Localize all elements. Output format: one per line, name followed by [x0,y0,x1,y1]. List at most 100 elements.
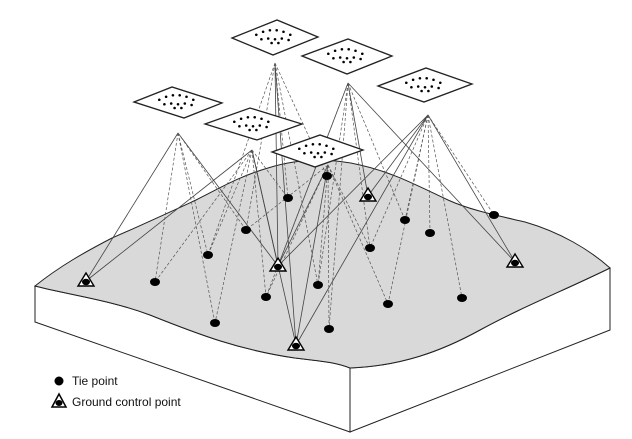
tie-point [210,319,220,327]
ray [387,114,429,305]
ray [317,82,349,286]
image-point [251,124,255,128]
image-point [190,103,193,107]
image-point [255,128,258,132]
image-point [254,33,258,37]
image-point [267,120,270,124]
ray [317,164,329,286]
image-point [342,60,345,64]
ray [251,149,289,199]
ray [214,149,253,324]
image-point [439,81,442,85]
image-point [411,78,415,82]
legend [50,376,68,408]
ray [154,149,253,283]
tie-point [313,281,323,289]
ray [277,114,429,267]
image-point [233,120,236,124]
image-point [327,52,330,56]
image-point [340,47,344,51]
image-point [164,95,168,99]
image-point [420,89,423,93]
tie-points [150,172,499,333]
image-point [277,41,280,45]
image-point [330,152,333,156]
image-point [268,28,272,32]
ray [207,149,253,256]
image-point [427,89,430,93]
ray [369,114,429,249]
image-point [180,106,183,110]
tie-point [322,172,332,180]
image-point [280,37,284,40]
image-point [437,86,440,90]
image-points [158,28,442,159]
image-point [332,56,335,60]
image-point [333,49,337,53]
image-point [260,117,263,121]
image-point [178,93,181,97]
ray [327,164,371,249]
terrain-block [33,159,611,433]
image-point [345,56,349,60]
image-point [282,30,285,34]
ray [427,114,463,299]
tie-point [400,216,410,224]
tie-point-dot-icon [54,376,64,386]
image-point [246,115,250,119]
ground-control-point [358,186,378,202]
tie-point [489,211,499,219]
image-point [273,37,277,41]
image-point [287,38,290,42]
ground-control-points [76,186,525,351]
image-point [325,144,328,148]
image-point [432,78,435,82]
image-point [169,102,173,105]
image-point [244,124,248,127]
ray [177,132,209,256]
ground-control-point [76,271,96,287]
image-point [423,85,427,89]
image-point [265,125,268,129]
image-point [158,98,161,102]
photo-frame [300,38,394,75]
image-point [173,106,176,110]
ray [347,82,516,263]
image-point [347,47,351,51]
image-point [309,151,313,154]
image-point [418,76,422,80]
ray [274,62,328,177]
ray [347,82,369,197]
image-point [248,128,251,132]
tie-point [383,300,393,308]
photo-frame [376,67,474,103]
image-point [183,102,187,105]
ray [274,62,319,286]
image-point [349,60,352,64]
image-point [359,57,362,61]
ground-control-point [505,252,525,268]
image-point [289,33,292,37]
ray [367,114,429,197]
ray [245,62,276,231]
image-point [185,95,188,99]
photo-frame [230,19,320,56]
ray [207,62,276,256]
image-point [416,85,420,88]
ray [251,149,297,346]
photo-frame [270,134,365,168]
ground-control-point [268,256,288,272]
tie-point [324,325,334,333]
ray [427,114,516,263]
image-point [298,147,301,151]
image-point [261,30,265,34]
image-point [354,49,357,53]
image-point [275,28,279,32]
ray [85,149,253,282]
tie-point [150,278,160,286]
photo-frames [132,19,474,168]
image-point [410,85,413,89]
image-point [192,98,195,102]
image-point [270,41,273,45]
image-point [430,85,434,88]
